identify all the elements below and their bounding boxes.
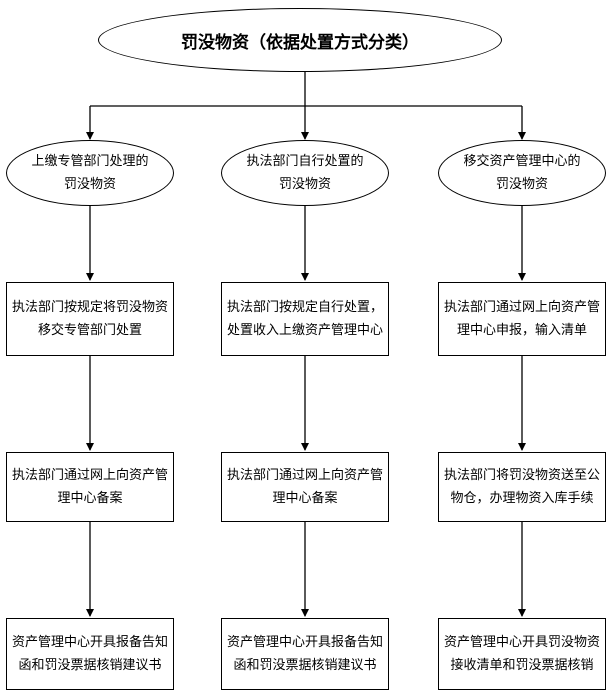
step-box-c2-1: 执法部门按规定自行处置，处置收入上缴资产管理中心 bbox=[221, 282, 389, 356]
step-box-c2-2: 执法部门通过网上向资产管理中心备案 bbox=[221, 452, 389, 522]
step-text-c1-2: 执法部门通过网上向资产管理中心备案 bbox=[11, 468, 168, 506]
category-label-2: 执法部门自行处置的罚没物资 bbox=[246, 154, 364, 192]
step-box-c1-1: 执法部门按规定将罚没物资移交专管部门处置 bbox=[6, 282, 174, 356]
root-title: 罚没物资（依据处置方式分类） bbox=[181, 32, 419, 53]
step-box-c2-3: 资产管理中心开具报备告知函和罚没票据核销建议书 bbox=[221, 618, 389, 690]
root-node: 罚没物资（依据处置方式分类） bbox=[98, 8, 502, 72]
step-box-c3-2: 执法部门将罚没物资送至公物仓，办理物资入库手续 bbox=[438, 452, 606, 522]
step-text-c1-1: 执法部门按规定将罚没物资移交专管部门处置 bbox=[11, 300, 168, 338]
step-box-c3-1: 执法部门通过网上向资产管理中心申报，输入清单 bbox=[438, 282, 606, 356]
category-node-3: 移交资产管理中心的罚没物资 bbox=[438, 140, 606, 206]
step-text-c2-1: 执法部门按规定自行处置，处置收入上缴资产管理中心 bbox=[226, 300, 383, 338]
category-label-1: 上缴专管部门处理的罚没物资 bbox=[31, 154, 149, 192]
step-box-c1-3: 资产管理中心开具报备告知函和罚没票据核销建议书 bbox=[6, 618, 174, 690]
category-label-3: 移交资产管理中心的罚没物资 bbox=[463, 154, 581, 192]
category-node-1: 上缴专管部门处理的罚没物资 bbox=[6, 140, 174, 206]
step-text-c3-1: 执法部门通过网上向资产管理中心申报，输入清单 bbox=[443, 300, 600, 338]
step-text-c3-2: 执法部门将罚没物资送至公物仓，办理物资入库手续 bbox=[443, 468, 600, 506]
step-text-c2-3: 资产管理中心开具报备告知函和罚没票据核销建议书 bbox=[226, 635, 383, 673]
step-text-c2-2: 执法部门通过网上向资产管理中心备案 bbox=[226, 468, 383, 506]
step-box-c1-2: 执法部门通过网上向资产管理中心备案 bbox=[6, 452, 174, 522]
step-box-c3-3: 资产管理中心开具罚没物资接收清单和罚没票据核销 bbox=[438, 618, 606, 690]
step-text-c3-3: 资产管理中心开具罚没物资接收清单和罚没票据核销 bbox=[443, 635, 600, 673]
category-node-2: 执法部门自行处置的罚没物资 bbox=[221, 140, 389, 206]
step-text-c1-3: 资产管理中心开具报备告知函和罚没票据核销建议书 bbox=[11, 635, 168, 673]
